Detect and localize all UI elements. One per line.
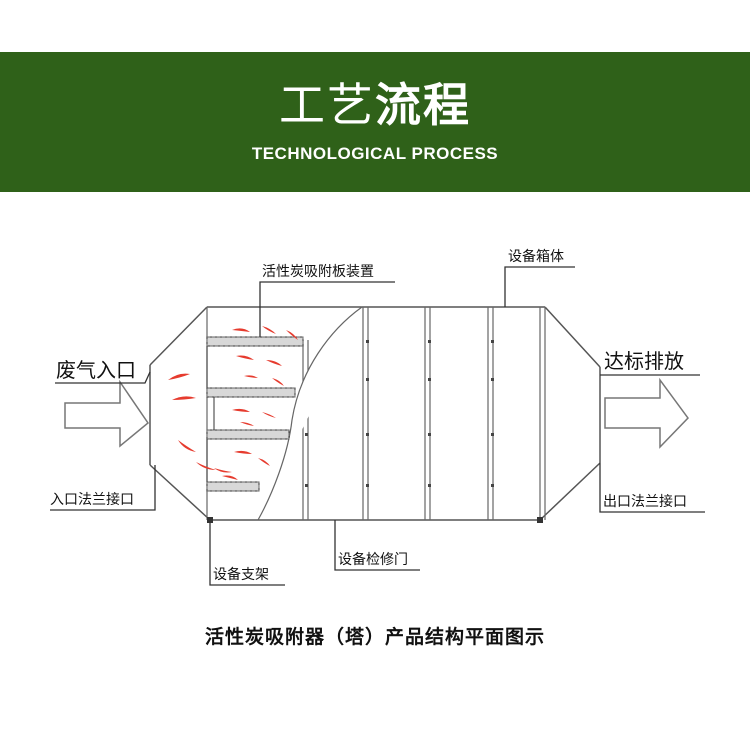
- label-inlet-flange: 入口法兰接口: [50, 491, 134, 508]
- housing-outline: [149, 306, 601, 521]
- airflow-marks: [168, 326, 298, 480]
- header-banner: 工艺流程 TECHNOLOGICAL PROCESS: [0, 52, 750, 192]
- leader-lines: [50, 266, 705, 586]
- banner-title: 工艺流程: [0, 78, 750, 132]
- support-feet: [207, 517, 543, 523]
- diagram-caption: 活性炭吸附器（塔）产品结构平面图示: [204, 626, 545, 648]
- carbon-plates: [206, 336, 304, 492]
- label-outlet-flange: 出口法兰接口: [603, 493, 687, 510]
- label-support: 设备支架: [213, 566, 269, 583]
- door-hinges: [305, 340, 494, 487]
- banner-title-light: 工艺: [279, 78, 375, 132]
- label-gas-inlet: 废气入口: [56, 358, 136, 382]
- label-discharge: 达标排放: [604, 349, 684, 373]
- banner-title-bold: 流程: [375, 78, 471, 132]
- cutaway-curve: [257, 306, 363, 521]
- inlet-arrow: [64, 379, 150, 448]
- label-access-door: 设备检修门: [338, 551, 408, 568]
- banner-subtitle: TECHNOLOGICAL PROCESS: [251, 144, 499, 163]
- label-carbon-plate: 活性炭吸附板装置: [262, 264, 374, 280]
- label-housing: 设备箱体: [508, 248, 564, 265]
- outlet-arrow: [604, 377, 689, 449]
